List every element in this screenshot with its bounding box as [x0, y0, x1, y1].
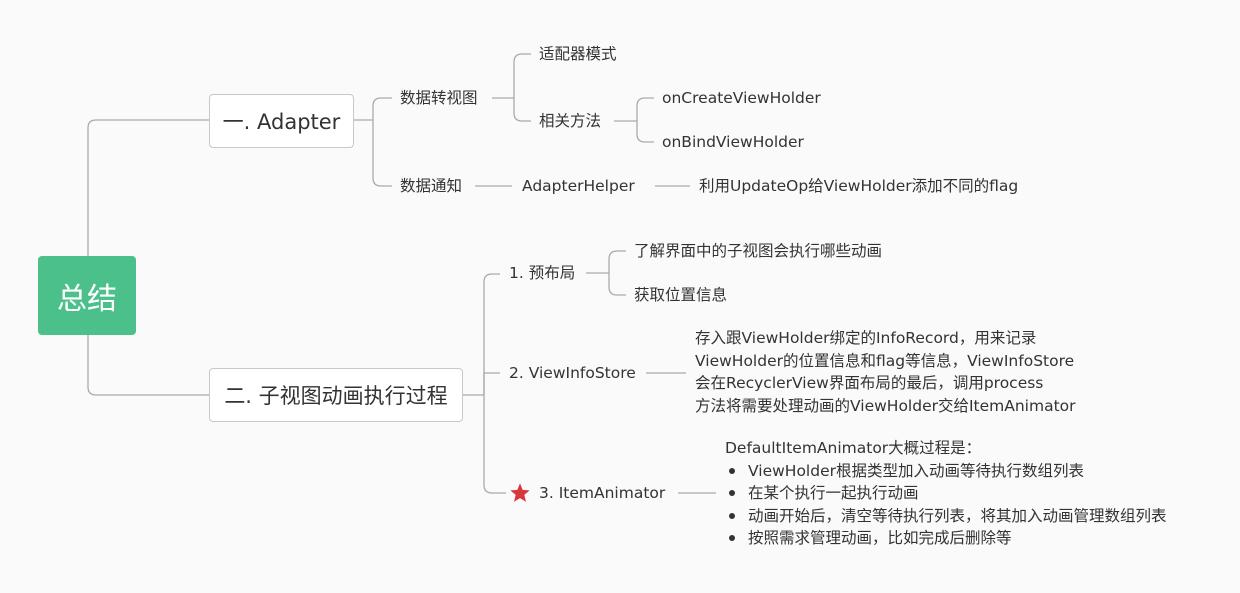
list-item-text: 动画开始后，清空等待执行列表，将其加入动画管理数组列表	[748, 506, 1167, 525]
node-view-info-store[interactable]: 2. ViewInfoStore	[509, 364, 636, 382]
node-item-animator[interactable]: 3. ItemAnimator	[539, 484, 666, 502]
node-adapter-pattern[interactable]: 适配器模式	[539, 45, 617, 63]
node-update-op-flag[interactable]: 利用UpdateOp给ViewHolder添加不同的flag	[699, 177, 1019, 195]
note-line: ViewHolder的位置信息和flag等信息，ViewInfoStore	[695, 351, 1075, 370]
node-on-bind-view-holder[interactable]: onBindViewHolder	[662, 133, 804, 151]
view-info-store-note[interactable]: 存入跟ViewHolder绑定的InfoRecord，用来记录 ViewHold…	[695, 327, 1076, 417]
node-know-animations[interactable]: 了解界面中的子视图会执行哪些动画	[634, 242, 883, 260]
node-related-methods[interactable]: 相关方法	[539, 112, 602, 130]
node-get-position-info[interactable]: 获取位置信息	[634, 286, 728, 304]
bullet-icon	[729, 512, 735, 519]
bullet-icon	[729, 535, 735, 542]
node-data-notify[interactable]: 数据通知	[400, 177, 463, 195]
node-on-create-view-holder[interactable]: onCreateViewHolder	[662, 89, 821, 107]
list-item: 在某个执行一起执行动画	[725, 482, 1167, 505]
item-animator-note[interactable]: DefaultItemAnimator大概过程是： ViewHolder根据类型…	[725, 437, 1167, 550]
list-item-text: 在某个执行一起执行动画	[748, 484, 919, 502]
list-item-text: ViewHolder根据类型加入动画等待执行数组列表	[748, 461, 1084, 480]
note-title: DefaultItemAnimator大概过程是：	[725, 439, 982, 457]
note-line: 会在RecyclerView界面布局的最后，调用process	[695, 374, 1044, 392]
node-data-to-view[interactable]: 数据转视图	[400, 89, 478, 107]
list-item: ViewHolder根据类型加入动画等待执行数组列表	[725, 460, 1167, 483]
node-pre-layout[interactable]: 1. 预布局	[509, 264, 576, 282]
note-line: 方法将需要处理动画的ViewHolder交给ItemAnimator	[695, 396, 1076, 415]
node-adapter-helper[interactable]: AdapterHelper	[522, 177, 635, 195]
branch-adapter[interactable]: 一. Adapter	[209, 94, 354, 148]
star-icon	[510, 483, 530, 502]
bullet-icon	[729, 490, 735, 497]
branch-animation-process[interactable]: 二. 子视图动画执行过程	[209, 368, 463, 422]
list-item-text: 按照需求管理动画，比如完成后删除等	[748, 529, 1012, 547]
list-item: 按照需求管理动画，比如完成后删除等	[725, 527, 1167, 550]
bullet-icon	[729, 467, 735, 474]
note-line: 存入跟ViewHolder绑定的InfoRecord，用来记录	[695, 329, 1037, 347]
list-item: 动画开始后，清空等待执行列表，将其加入动画管理数组列表	[725, 505, 1167, 528]
root-node[interactable]: 总结	[38, 256, 136, 335]
